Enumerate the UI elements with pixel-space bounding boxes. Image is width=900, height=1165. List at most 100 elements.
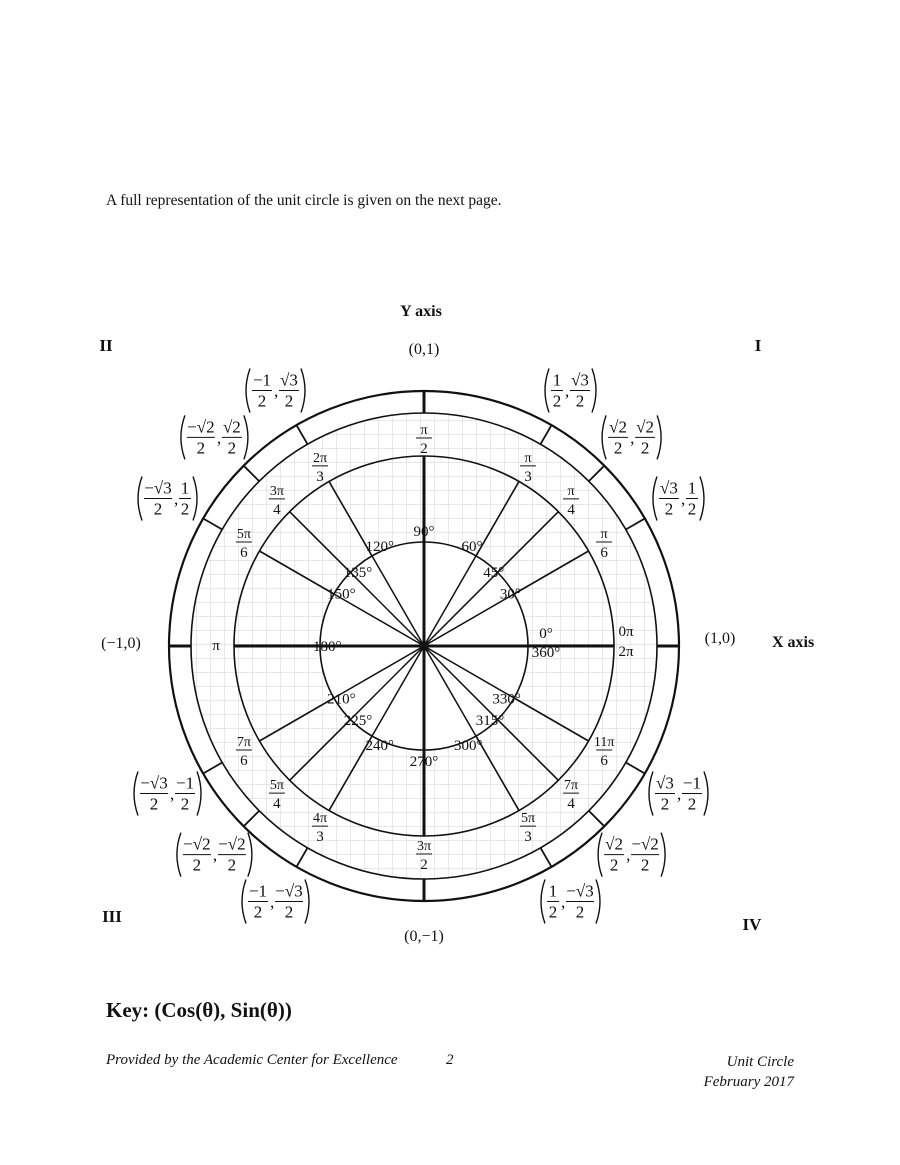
right-paren	[304, 879, 310, 924]
fraction-numerator: √2	[605, 835, 623, 854]
ray-210	[259, 697, 335, 742]
radian-numerator: π	[568, 484, 575, 499]
ray-315	[496, 718, 559, 781]
quadrant-label-iv: IV	[743, 915, 763, 934]
radian-label-120: 2π3	[312, 451, 328, 485]
footer-date: February 2017	[703, 1074, 794, 1090]
spoke-45	[423, 571, 499, 647]
radian-numerator: π	[420, 423, 427, 438]
radian-denominator: 4	[567, 502, 575, 518]
ray-120	[328, 481, 373, 557]
fraction-denominator: 2	[576, 902, 585, 921]
radian-denominator: 6	[240, 545, 248, 561]
radian-denominator: 6	[240, 753, 248, 769]
degree-label-240: 240°	[366, 738, 395, 754]
degree-label-225: 225°	[344, 713, 373, 729]
right-paren	[247, 832, 253, 877]
left-paren	[597, 832, 603, 877]
comma: ,	[630, 428, 634, 447]
footer-page-number: 2	[446, 1052, 454, 1068]
right-paren	[192, 476, 198, 521]
radian-numerator: 5π	[270, 778, 284, 793]
left-paren	[544, 368, 550, 413]
radian-numerator: 3π	[270, 484, 284, 499]
footer-right: Unit Circle February 2017	[600, 1052, 794, 1092]
coordinate-label-180: (−1,0)	[101, 635, 141, 652]
degree-label-90: 90°	[414, 524, 435, 540]
quadrant-label-ii: II	[99, 336, 113, 355]
fraction-denominator: 2	[193, 856, 202, 875]
radian-numerator: 3π	[417, 839, 431, 854]
degree-label-270: 270°	[410, 754, 439, 770]
key-text: Key: (Cos(θ), Sin(θ))	[106, 998, 292, 1022]
tick-120	[295, 424, 309, 445]
coordinate-label-315: √22,−√22	[597, 832, 666, 877]
fraction-denominator: 2	[228, 856, 237, 875]
coordinate-label-330: √32,−12	[648, 771, 709, 816]
fraction-denominator: 2	[150, 795, 159, 814]
left-paren	[241, 879, 247, 924]
circle-layer	[167, 389, 681, 903]
fraction-numerator: −√2	[183, 835, 210, 854]
comma: ,	[270, 892, 274, 911]
radian-label-225: 5π4	[268, 778, 285, 812]
fraction-numerator: −1	[683, 774, 701, 793]
spoke-30	[423, 593, 515, 647]
left-paren	[652, 476, 658, 521]
radian-denominator: 2	[420, 857, 428, 873]
radian-label-150: 5π6	[235, 527, 252, 561]
quadrant-label-iii: III	[102, 907, 122, 926]
fraction-numerator: −√2	[631, 835, 658, 854]
radian-label-pi: π	[212, 638, 220, 654]
radian-label-0: 0π	[618, 624, 634, 640]
right-paren	[699, 476, 705, 521]
fraction-numerator: √3	[656, 774, 674, 793]
ray-300	[475, 735, 520, 811]
comma: ,	[213, 846, 217, 865]
ray-240	[328, 735, 373, 811]
radian-numerator: π	[524, 451, 531, 466]
fraction-denominator: 2	[549, 902, 558, 921]
degree-label-60: 60°	[462, 539, 483, 555]
fraction-numerator: √3	[280, 371, 298, 390]
comma: ,	[170, 785, 174, 804]
comma: ,	[681, 490, 685, 509]
tick-300	[539, 847, 553, 868]
fraction-denominator: 2	[154, 500, 163, 519]
coordinate-label-300: 12,−√32	[540, 879, 601, 924]
comma: ,	[626, 846, 630, 865]
radian-label-45: π4	[563, 484, 580, 518]
radian-numerator: π	[601, 527, 608, 542]
tick-45	[588, 465, 605, 482]
fraction-numerator: −√3	[140, 774, 167, 793]
radian-label-240: 4π3	[312, 811, 328, 845]
comma: ,	[217, 428, 221, 447]
radian-label-210: 7π6	[235, 735, 252, 769]
ray-45	[496, 511, 559, 574]
left-paren	[137, 476, 143, 521]
radian-label-270: 3π2	[416, 839, 432, 873]
comma: ,	[174, 490, 178, 509]
degree-label-120: 120°	[366, 539, 395, 555]
degree-label-360: 360°	[532, 645, 561, 661]
comma: ,	[274, 382, 278, 401]
fraction-denominator: 2	[254, 902, 263, 921]
degree-label-150: 150°	[327, 587, 356, 603]
fraction-numerator: 1	[181, 479, 190, 498]
right-paren	[656, 415, 662, 460]
radian-label-60: π3	[520, 451, 536, 485]
radian-numerator: 7π	[237, 735, 251, 750]
left-paren	[601, 415, 607, 460]
left-paren	[176, 832, 182, 877]
radian-numerator: 4π	[313, 811, 327, 826]
footer-provider: Provided by the Academic Center for Exce…	[106, 1052, 398, 1068]
fraction-denominator: 2	[197, 438, 206, 457]
right-paren	[591, 368, 597, 413]
ray-135	[289, 511, 352, 574]
degree-label-45: 45°	[483, 565, 504, 581]
fraction-numerator: √3	[660, 479, 678, 498]
fraction-numerator: √2	[609, 417, 627, 436]
